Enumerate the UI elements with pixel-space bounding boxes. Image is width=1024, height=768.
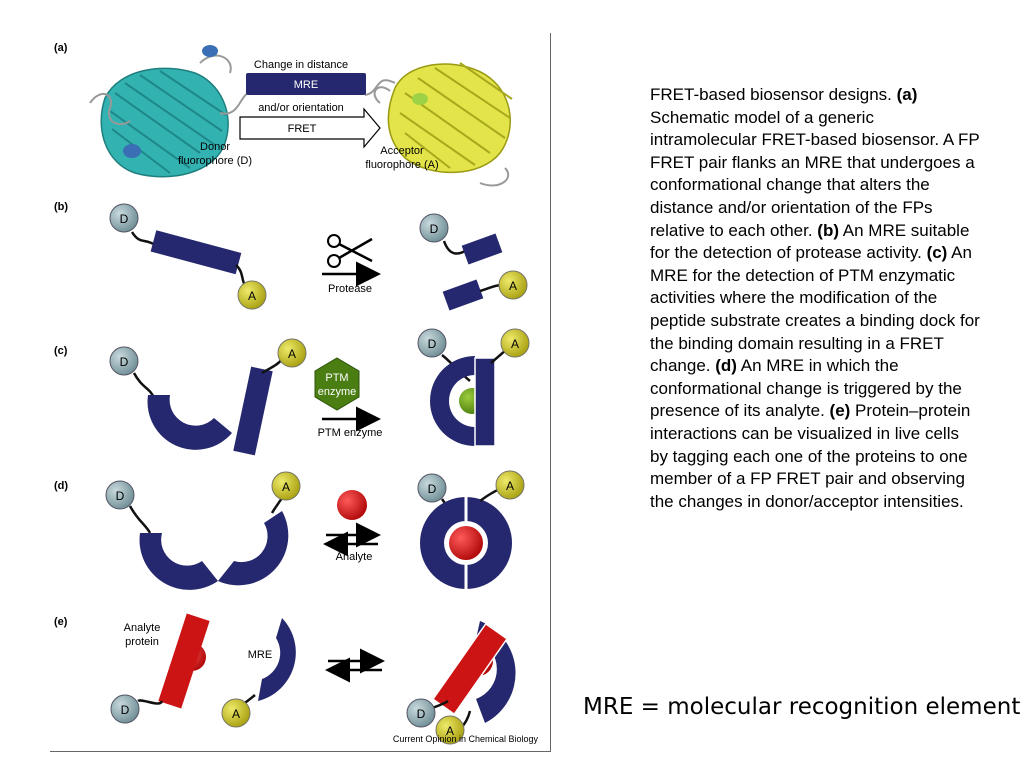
donor-label-line2: fluorophore (D) [178, 155, 252, 167]
figure-caption: FRET-based biosensor designs. (a) Schema… [650, 84, 980, 513]
caption-part-2: Schematic model of a generic intramolecu… [650, 107, 980, 240]
panel-label-e: (e) [54, 616, 68, 628]
acceptor-letter: A [288, 347, 296, 361]
acceptor-letter: A [248, 289, 256, 303]
caption-part-1: FRET-based biosensor designs. [650, 85, 897, 104]
caption-tag-b: (b) [817, 220, 839, 240]
change-in-distance-label: Change in distance [254, 59, 348, 71]
donor-letter: D [428, 337, 437, 351]
journal-credit: Current Opinion in Chemical Biology [393, 734, 539, 744]
panel-c-after: D A [417, 328, 530, 447]
panel-label-b: (b) [54, 201, 68, 213]
acceptor-label-line1: Acceptor [380, 145, 424, 157]
fret-arrow-label: FRET [288, 123, 317, 135]
donor-letter: D [121, 703, 130, 717]
ptm-enzyme-hexagon [314, 357, 360, 411]
mre-label-e: MRE [248, 649, 272, 661]
acceptor-letter: A [446, 724, 454, 738]
panel-d-after: D A [417, 470, 525, 591]
caption-part-4: An MRE for the detection of PTM enzymati… [650, 243, 980, 376]
analyte-protein-line2: protein [125, 636, 159, 648]
and-or-orientation-label: and/or orientation [258, 102, 344, 114]
linker-right [364, 79, 396, 96]
donor-letter: D [428, 482, 437, 496]
donor-letter: D [430, 222, 439, 236]
panel-c-before: D A [109, 338, 307, 456]
acceptor-letter: A [509, 279, 517, 293]
donor-letter: D [417, 707, 426, 721]
caption-part-3: An MRE suitable for the detection of pro… [650, 220, 970, 263]
analyte-protein-line1: Analyte [124, 622, 161, 634]
fret-arrow [239, 107, 381, 149]
figure-canvas: (a) (b) (c) (d) (e) Change in distance M… [54, 42, 539, 745]
donor-letter: D [120, 355, 129, 369]
panel-e-complex: D A [406, 621, 516, 745]
ptm-enzyme-label: PTM enzyme [318, 427, 383, 439]
ptm-hex-line1: PTM [325, 372, 348, 384]
panel-b-before: D A [109, 203, 267, 310]
analyte-sphere [337, 490, 367, 520]
caption-tag-a: (a) [896, 85, 918, 104]
mre-definition: MRE = molecular recognition element [583, 694, 1021, 720]
mre-bar-label: MRE [294, 79, 318, 91]
donor-letter: D [120, 212, 129, 226]
panel-label-a: (a) [54, 42, 68, 54]
acceptor-protein-structure [373, 62, 513, 187]
panel-label-d: (d) [54, 480, 68, 492]
panel-b-after: D A [419, 213, 528, 311]
panel-label-c: (c) [54, 345, 68, 357]
acceptor-letter: A [511, 337, 519, 351]
protease-label: Protease [328, 283, 372, 295]
equilibrium-arrows-e [325, 648, 385, 683]
acceptor-label-line2: fluorophore (A) [365, 159, 438, 171]
caption-tag-e: (e) [829, 401, 851, 421]
equilibrium-arrows [323, 522, 381, 557]
acceptor-letter: A [506, 479, 514, 493]
panel-d-before: D A [105, 471, 301, 590]
ptm-hex-line2: enzyme [318, 386, 357, 398]
acceptor-letter: A [232, 707, 240, 721]
caption-part-6: Protein–protein interactions can be visu… [650, 401, 971, 511]
caption-tag-c: (c) [926, 243, 948, 263]
mre-shape-e: A [221, 618, 296, 728]
scissors-icon [327, 234, 373, 268]
donor-letter: D [116, 489, 125, 503]
donor-label-line1: Donor [200, 141, 230, 153]
caption-tag-d: (d) [715, 356, 737, 376]
analyte-label: Analyte [336, 551, 373, 563]
analyte-protein-shape: D [110, 613, 210, 724]
mre-bar [246, 73, 366, 95]
acceptor-letter: A [282, 480, 290, 494]
biosensor-figure: (a) (b) (c) (d) (e) Change in distance M… [50, 33, 551, 752]
caption-part-5: An MRE in which the conformational chang… [650, 356, 962, 421]
donor-protein-structure [89, 45, 232, 178]
